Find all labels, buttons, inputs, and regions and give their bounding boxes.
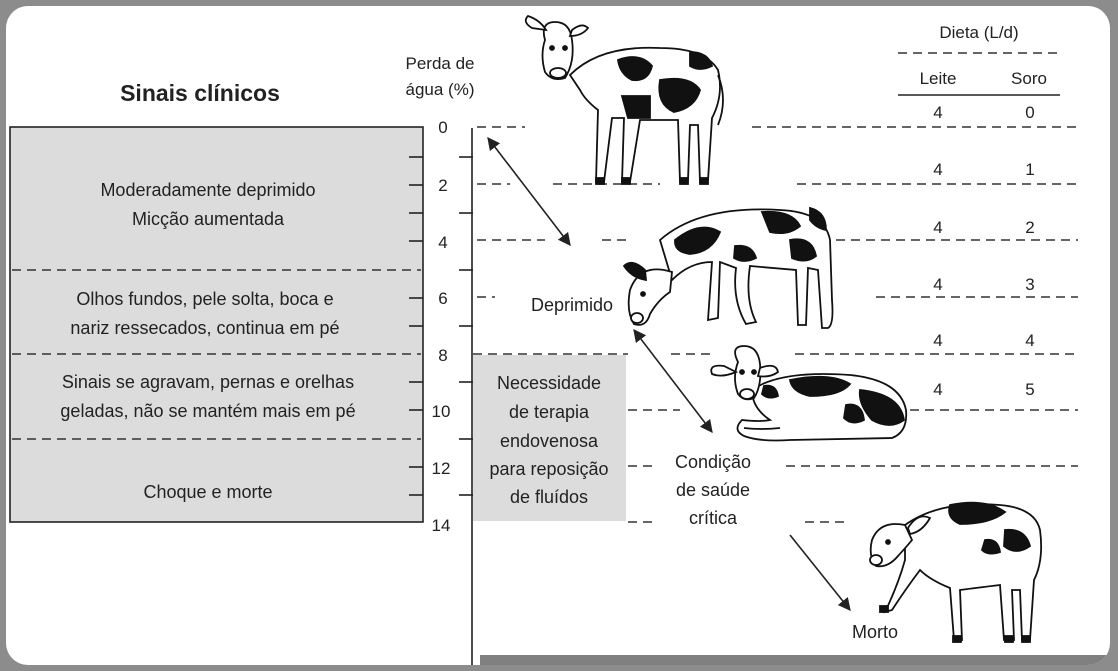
diet-rows: 4 0 4 1 4 2 4 3 4 4 4 5 xyxy=(933,103,1034,399)
therapy-block xyxy=(473,355,626,521)
diet-row-3-serum: 2 xyxy=(1025,218,1034,237)
arrow-to-morto xyxy=(789,534,851,611)
diet-col-serum: Soro xyxy=(1011,69,1047,88)
panel-ticks xyxy=(409,156,423,496)
diet-row-6-serum: 5 xyxy=(1025,380,1034,399)
tick-14: 14 xyxy=(432,516,451,535)
tick-2: 2 xyxy=(438,176,447,195)
therapy-line3: endovenosa xyxy=(500,431,599,451)
stage-morto: Morto xyxy=(852,622,898,642)
stage-critica-line1: Condição xyxy=(675,452,751,472)
sign-2-line2: nariz ressecados, continua em pé xyxy=(70,318,339,338)
grazing-calf-icon xyxy=(622,206,834,329)
water-loss-label-line1: Perda de xyxy=(406,54,475,73)
therapy-line4: para reposição xyxy=(489,459,608,479)
therapy-line5: de fluídos xyxy=(510,487,588,507)
sign-1-line1: Moderadamente deprimido xyxy=(100,180,315,200)
diet-row-5-serum: 4 xyxy=(1025,331,1034,350)
sign-3-line1: Sinais se agravam, pernas e orelhas xyxy=(62,372,354,392)
sign-2-line1: Olhos fundos, pele solta, boca e xyxy=(76,289,333,309)
diet-row-5-milk: 4 xyxy=(933,331,942,350)
tick-4: 4 xyxy=(438,233,447,252)
diet-row-2-serum: 1 xyxy=(1025,160,1034,179)
standing-calf-icon xyxy=(524,14,724,185)
stage-deprimido: Deprimido xyxy=(531,295,613,315)
axis-ticks xyxy=(459,156,473,496)
arrow-deprimido-to-critica xyxy=(633,328,713,434)
tick-8: 8 xyxy=(438,346,447,365)
stage-critica-line3: crítica xyxy=(689,508,738,528)
diet-title: Dieta (L/d) xyxy=(939,23,1018,42)
diet-row-2-milk: 4 xyxy=(933,160,942,179)
axis-tick-labels: 0 2 4 6 8 10 12 14 xyxy=(432,118,451,535)
diet-row-3-milk: 4 xyxy=(933,218,942,237)
diet-col-milk: Leite xyxy=(920,69,957,88)
therapy-line2: de terapia xyxy=(509,402,590,422)
dehydration-diagram: Sinais clínicos Moderadamente deprimido … xyxy=(9,14,1110,665)
diet-row-6-milk: 4 xyxy=(933,380,942,399)
tick-6: 6 xyxy=(438,289,447,308)
clinical-signs-panel xyxy=(9,126,424,523)
tick-0: 0 xyxy=(438,118,447,137)
diagram-frame: Sinais clínicos Moderadamente deprimido … xyxy=(6,6,1110,665)
diet-row-1-milk: 4 xyxy=(933,103,942,122)
lying-calf-icon xyxy=(710,345,908,442)
water-loss-label-line2: água (%) xyxy=(406,80,475,99)
stage-critica-line2: de saúde xyxy=(676,480,750,500)
diet-row-4-milk: 4 xyxy=(933,275,942,294)
bottom-bar xyxy=(480,655,1110,665)
tick-12: 12 xyxy=(432,459,451,478)
arrow-normal-to-deprimido xyxy=(487,136,571,247)
sign-3-line2: geladas, não se mantém mais em pé xyxy=(60,401,355,421)
sign-4-line1: Choque e morte xyxy=(143,482,272,502)
sign-1-line2: Micção aumentada xyxy=(132,209,285,229)
collapsing-calf-icon xyxy=(869,501,1043,643)
clinical-signs-title: Sinais clínicos xyxy=(120,80,280,106)
diet-row-4-serum: 3 xyxy=(1025,275,1034,294)
tick-10: 10 xyxy=(432,402,451,421)
therapy-line1: Necessidade xyxy=(497,373,601,393)
diet-row-1-serum: 0 xyxy=(1025,103,1034,122)
